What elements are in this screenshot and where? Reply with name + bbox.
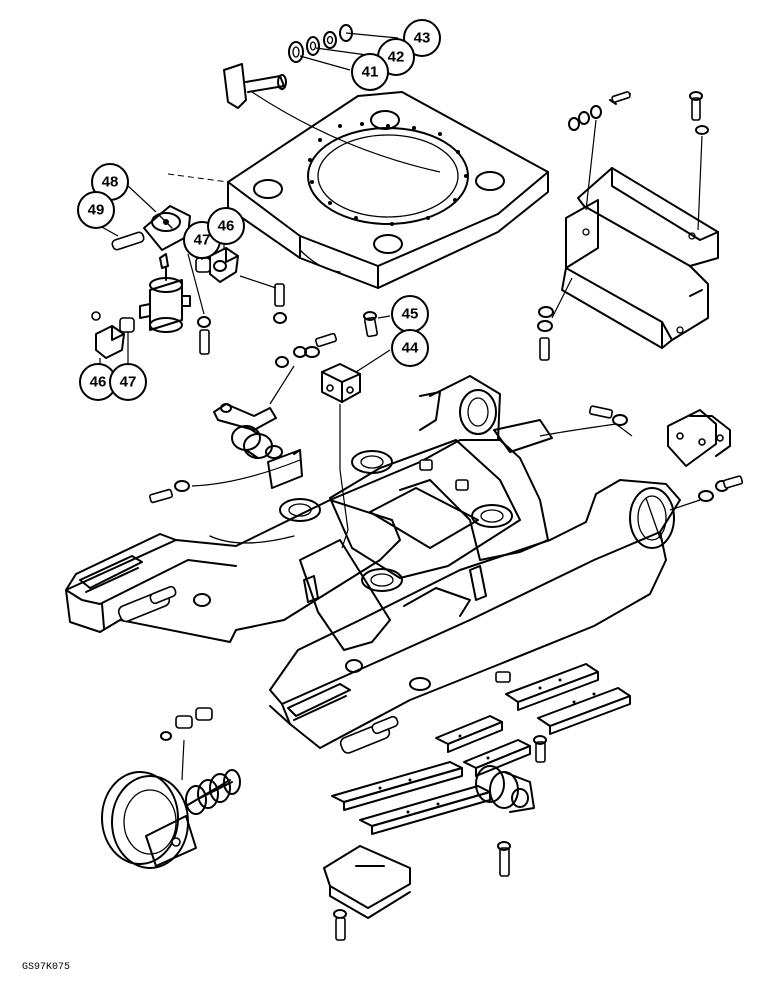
- svg-text:47: 47: [120, 374, 137, 391]
- cover-bolts-top: [568, 91, 709, 231]
- hose-clip: [213, 403, 277, 431]
- bumper-roller: [231, 425, 283, 459]
- washer-42: [306, 36, 320, 56]
- rotary-joint-body: [139, 253, 191, 333]
- svg-text:41: 41: [362, 64, 379, 81]
- callout-41: 41: [299, 53, 389, 91]
- bushing-47-top: [195, 257, 211, 273]
- callout-43: 43: [345, 19, 441, 57]
- swivel-elbow-fitting: [223, 63, 441, 173]
- clamp-46-bottom: [91, 311, 125, 359]
- bolt-45: [363, 311, 378, 338]
- track-guide: [323, 841, 511, 941]
- frame-bolts-left: [148, 332, 338, 504]
- nut-43: [323, 24, 353, 49]
- svg-text:47: 47: [194, 232, 211, 249]
- svg-text:49: 49: [88, 202, 105, 219]
- idler-wheel: [101, 739, 241, 869]
- callout-45: 45: [377, 295, 429, 333]
- svg-text:43: 43: [414, 30, 431, 47]
- turntable-plate: [227, 91, 549, 289]
- callout-44: 44: [355, 329, 429, 373]
- side-cover: [561, 167, 719, 349]
- callout-47-bottom: 47: [109, 332, 147, 401]
- svg-text:45: 45: [402, 306, 419, 323]
- callout-46-top: 46: [207, 207, 245, 250]
- washer-41: [288, 41, 304, 63]
- junction-box: [667, 409, 731, 467]
- wear-strips: [331, 663, 631, 835]
- grease-block-44: [304, 346, 361, 549]
- svg-text:42: 42: [388, 49, 405, 66]
- centerline-rotary-joint: [167, 173, 229, 183]
- clamp-46-top: [209, 247, 239, 283]
- bushing-47-bottom: [119, 317, 135, 333]
- svg-text:46: 46: [90, 374, 107, 391]
- track-frame: [65, 375, 681, 754]
- cover-bolts-left: [537, 277, 573, 361]
- svg-text:44: 44: [402, 340, 419, 357]
- pin-49: [111, 231, 145, 251]
- grease-fitting-idler: [160, 707, 213, 741]
- carrier-roller: [475, 735, 547, 813]
- rotary-joint-flange: [143, 205, 191, 251]
- clamp-bolts-top: [187, 253, 287, 355]
- svg-text:46: 46: [218, 218, 235, 235]
- callout-48: 48: [91, 163, 157, 213]
- frame-bolts-right: [493, 405, 744, 511]
- drawing-id: GS97K075: [22, 962, 71, 973]
- callout-49: 49: [77, 191, 119, 237]
- svg-text:48: 48: [102, 174, 119, 191]
